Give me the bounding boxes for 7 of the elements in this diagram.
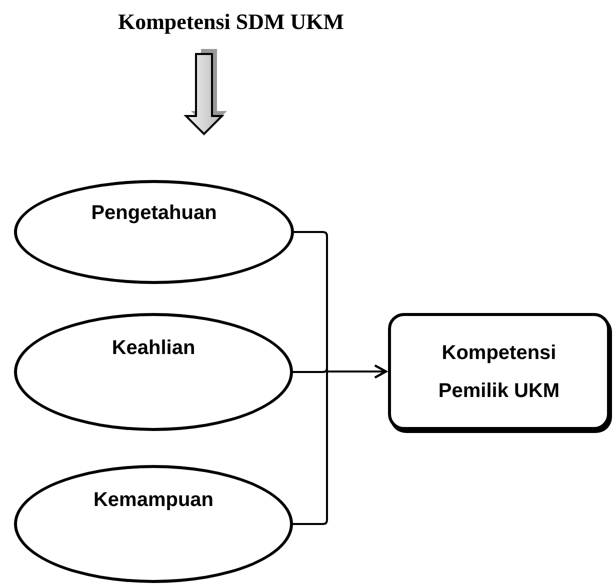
ellipse-node: Pengetahuan (14, 180, 294, 284)
block-arrow (184, 49, 227, 136)
ellipse-node: Kemampuan (14, 465, 293, 583)
connector-arrow (293, 364, 387, 525)
rounded-box: Kompetensi Pemilik UKM (388, 313, 610, 430)
heading-text: Kompetensi SDM UKM (95, 2, 367, 42)
ellipse-node: Keahlian (14, 313, 293, 431)
